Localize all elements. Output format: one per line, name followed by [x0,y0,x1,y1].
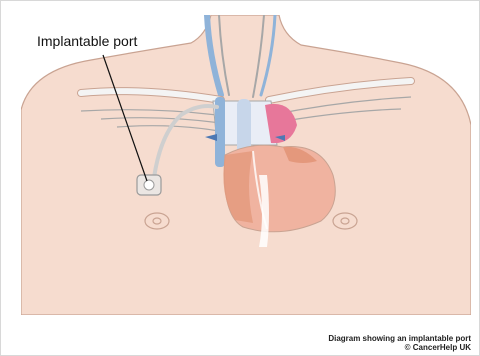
callout-label-implantable-port: Implantable port [37,33,137,49]
caption-line-1: Diagram showing an implantable port [328,334,471,343]
chest-illustration [21,15,471,315]
caption-line-2: © CancerHelp UK [328,343,471,352]
image-caption: Diagram showing an implantable port © Ca… [328,334,471,352]
